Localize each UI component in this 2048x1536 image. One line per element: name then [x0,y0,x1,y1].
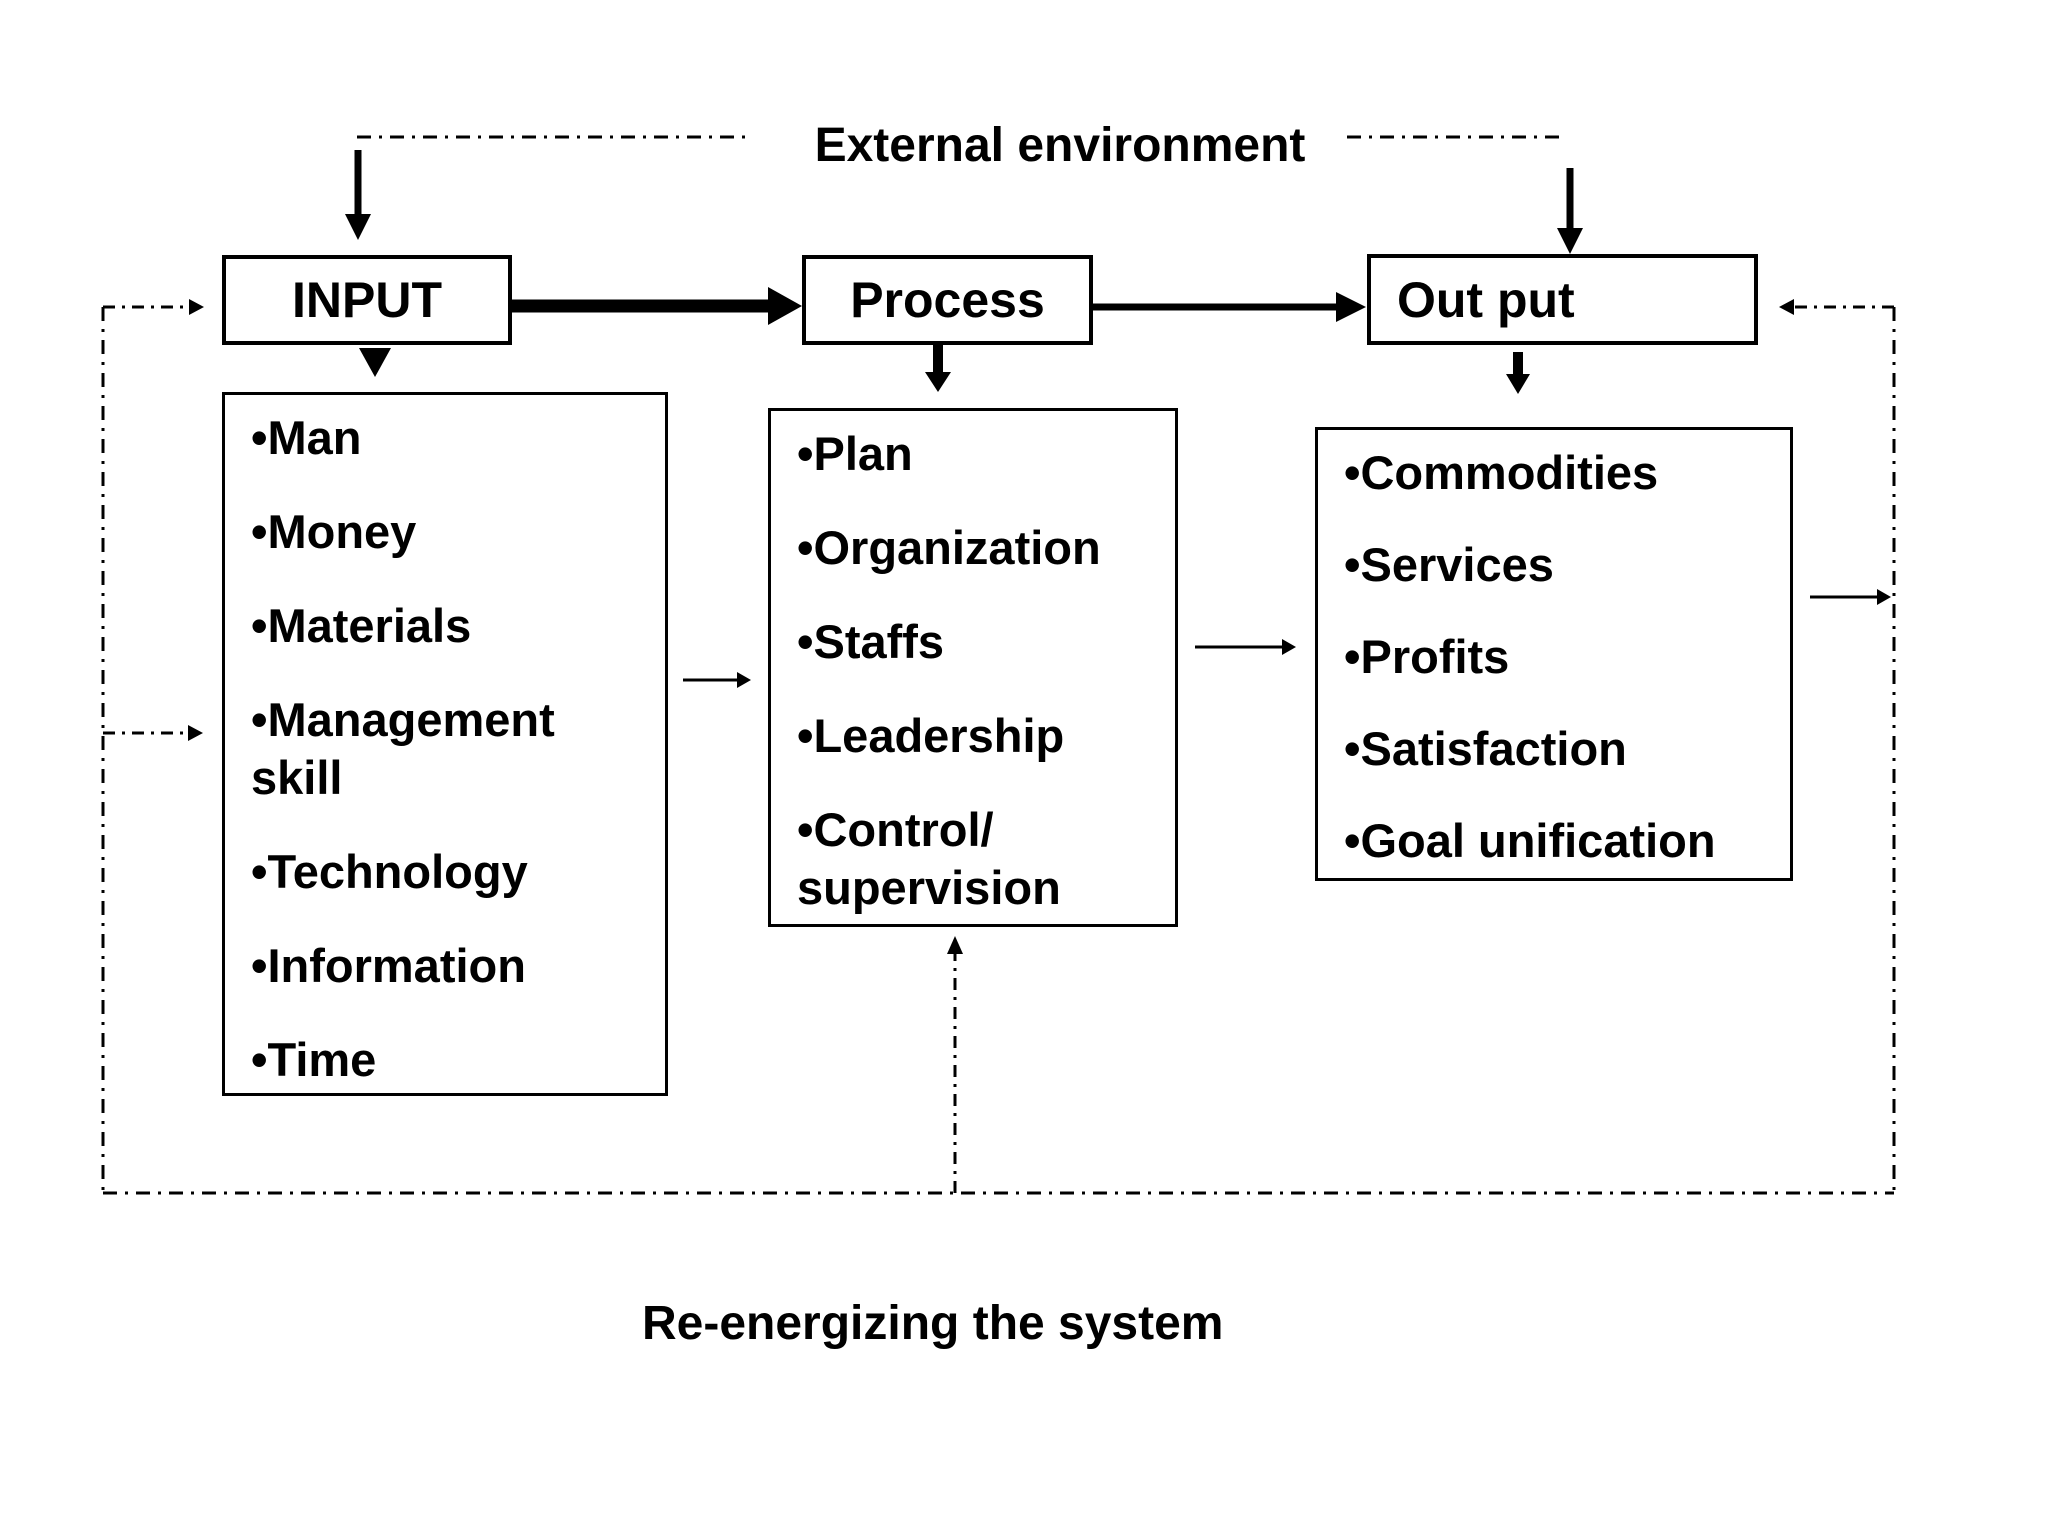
output-title-label: Out put [1397,271,1575,328]
bullet-icon: • [797,521,814,574]
input-list-box: •Man •Money •Materials •Management skill… [222,392,668,1096]
env-to-input-arrow [345,150,371,240]
list-item: •Time [251,1033,377,1086]
list-item: •Information [251,939,526,992]
feedback-to-process-list-arrow [947,936,963,1193]
process-list-box: •Plan •Organization •Staffs •Leadership … [768,408,1178,927]
input-to-process-arrow [512,287,802,325]
input-box-down-arrow [359,348,391,377]
list-item: •Plan [797,427,913,480]
input-title-label: INPUT [292,272,442,328]
bullet-icon: • [1344,814,1361,867]
external-environment-label: External environment [814,119,1306,172]
bullet-icon: • [1344,630,1361,683]
feedback-to-input-box-arrow [103,299,204,315]
list-item: •Satisfaction [1344,722,1627,775]
feedback-to-input-list-arrow [103,725,203,741]
process-list-to-output-list-arrow [1195,639,1296,655]
output-box-down-arrow [1506,352,1530,394]
process-title-box: Process [802,255,1093,345]
bullet-icon: • [251,939,268,992]
env-to-output-arrow [1557,168,1583,254]
list-item: •Money [251,505,417,558]
list-item: •Leadership [797,709,1065,762]
output-list-exit-arrow [1810,589,1891,605]
list-item: •Control/ supervision [797,803,1061,914]
list-item: •Goal unification [1344,814,1716,867]
bullet-icon: • [251,411,268,464]
list-item: •Commodities [1344,446,1659,499]
process-title-label: Process [850,272,1045,328]
input-list-to-process-list-arrow [683,672,751,688]
bullet-icon: • [251,845,268,898]
input-title-box: INPUT [222,255,512,345]
list-item: •Management skill [251,693,555,804]
list-item: •Staffs [797,615,945,668]
process-to-output-arrow [1058,292,1366,322]
list-item: •Technology [251,845,528,898]
bullet-icon: • [797,803,814,856]
bullet-icon: • [797,709,814,762]
list-item: •Services [1344,538,1554,591]
feedback-to-output-box-arrow [1779,299,1894,315]
bullet-icon: • [1344,538,1361,591]
bullet-icon: • [797,615,814,668]
output-list-box: •Commodities •Services •Profits •Satisfa… [1315,427,1793,881]
re-energizing-caption: Re-energizing the system [642,1297,1224,1350]
bullet-icon: • [1344,446,1361,499]
output-title-box: Out put [1367,254,1758,345]
list-item: •Profits [1344,630,1510,683]
bullet-icon: • [797,427,814,480]
bullet-icon: • [251,599,268,652]
process-box-down-arrow [925,345,951,392]
list-item: •Man [251,411,362,464]
bullet-icon: • [1344,722,1361,775]
bullet-icon: • [251,1033,268,1086]
bullet-icon: • [251,693,268,746]
bullet-icon: • [251,505,268,558]
list-item: •Materials [251,599,472,652]
list-item: •Organization [797,521,1101,574]
